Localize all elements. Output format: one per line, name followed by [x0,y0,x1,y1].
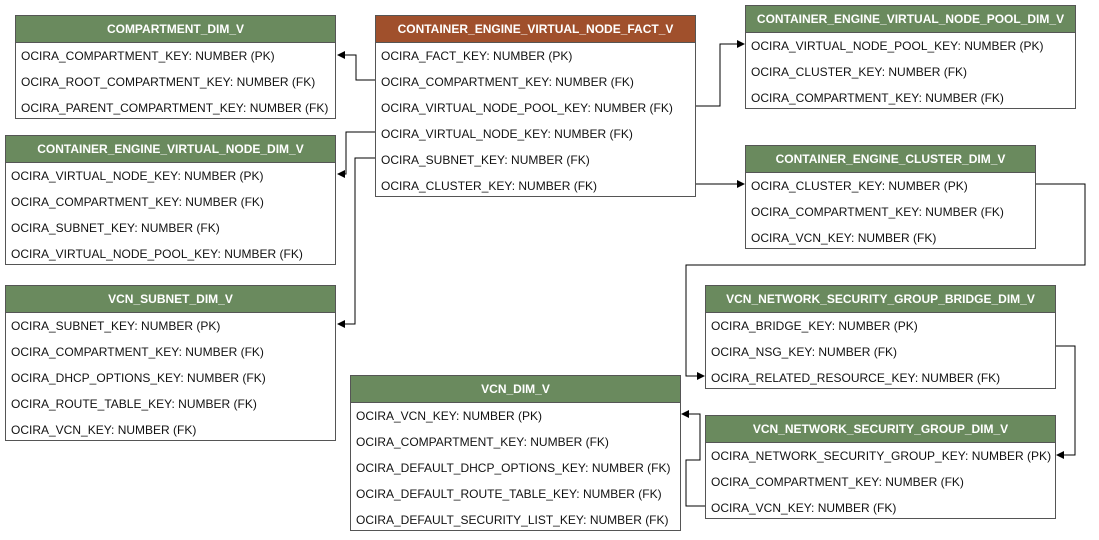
table-column: OCIRA_SUBNET_KEY: NUMBER (FK) [11,221,220,235]
table-column: OCIRA_VIRTUAL_NODE_POOL_KEY: NUMBER (PK) [751,39,1044,53]
table-virtual-node-dim: CONTAINER_ENGINE_VIRTUAL_NODE_DIM_V OCIR… [5,135,336,265]
table-column: OCIRA_VCN_KEY: NUMBER (PK) [356,409,543,423]
table-column: OCIRA_VCN_KEY: NUMBER (FK) [11,423,197,437]
table-column: OCIRA_CLUSTER_KEY: NUMBER (FK) [381,179,598,193]
table-column: OCIRA_COMPARTMENT_KEY: NUMBER (FK) [381,75,634,89]
table-column: OCIRA_COMPARTMENT_KEY: NUMBER (PK) [21,49,275,63]
table-column: OCIRA_DHCP_OPTIONS_KEY: NUMBER (FK) [11,371,266,385]
table-column: OCIRA_DEFAULT_SECURITY_LIST_KEY: NUMBER … [356,513,669,527]
table-column: OCIRA_NETWORK_SECURITY_GROUP_KEY: NUMBER… [711,449,1052,463]
table-column: OCIRA_FACT_KEY: NUMBER (PK) [381,49,573,63]
table-column: OCIRA_VIRTUAL_NODE_POOL_KEY: NUMBER (FK) [381,101,673,115]
table-compartment-dim: COMPARTMENT_DIM_V OCIRA_COMPARTMENT_KEY:… [15,15,336,119]
table-column: OCIRA_PARENT_COMPARTMENT_KEY: NUMBER (FK… [21,101,329,115]
link-fact-virtual-node [337,131,376,178]
table-column: OCIRA_DEFAULT_ROUTE_TABLE_KEY: NUMBER (F… [356,487,662,501]
table-column: OCIRA_ROOT_COMPARTMENT_KEY: NUMBER (FK) [21,75,316,89]
table-cluster-dim: CONTAINER_ENGINE_CLUSTER_DIM_V OCIRA_CLU… [745,145,1036,249]
table-column: OCIRA_SUBNET_KEY: NUMBER (FK) [381,153,590,167]
table-title: CONTAINER_ENGINE_CLUSTER_DIM_V [746,146,1035,173]
table-title: VCN_SUBNET_DIM_V [6,286,335,313]
table-column: OCIRA_COMPARTMENT_KEY: NUMBER (FK) [11,345,264,359]
table-column: OCIRA_CLUSTER_KEY: NUMBER (PK) [751,179,968,193]
table-column: OCIRA_COMPARTMENT_KEY: NUMBER (FK) [751,205,1004,219]
table-column: OCIRA_SUBNET_KEY: NUMBER (PK) [11,319,221,333]
table-column: OCIRA_VIRTUAL_NODE_POOL_KEY: NUMBER (FK) [11,247,303,261]
table-nsg-dim: VCN_NETWORK_SECURITY_GROUP_DIM_V OCIRA_N… [705,415,1056,519]
table-column: OCIRA_VCN_KEY: NUMBER (FK) [751,231,937,245]
link-fact-compartment [337,51,376,81]
table-title: VCN_DIM_V [351,376,680,403]
table-title: CONTAINER_ENGINE_VIRTUAL_NODE_POOL_DIM_V [746,6,1075,33]
table-column: OCIRA_COMPARTMENT_KEY: NUMBER (FK) [711,475,964,489]
table-vcn-subnet-dim: VCN_SUBNET_DIM_V OCIRA_SUBNET_KEY: NUMBE… [5,285,336,441]
table-column: OCIRA_NSG_KEY: NUMBER (FK) [711,345,898,359]
table-column: OCIRA_VIRTUAL_NODE_KEY: NUMBER (PK) [11,169,264,183]
table-column: OCIRA_DEFAULT_DHCP_OPTIONS_KEY: NUMBER (… [356,461,671,475]
table-column: OCIRA_VCN_KEY: NUMBER (FK) [711,501,897,515]
table-column: OCIRA_COMPARTMENT_KEY: NUMBER (FK) [356,435,609,449]
table-column: OCIRA_COMPARTMENT_KEY: NUMBER (FK) [11,195,264,209]
link-bridge-nsg [1055,345,1076,459]
link-fact-node-pool [695,40,745,107]
table-column: OCIRA_BRIDGE_KEY: NUMBER (PK) [711,319,918,333]
table-column: OCIRA_ROUTE_TABLE_KEY: NUMBER (FK) [11,397,257,411]
table-title: VCN_NETWORK_SECURITY_GROUP_BRIDGE_DIM_V [706,286,1055,313]
table-column: OCIRA_CLUSTER_KEY: NUMBER (FK) [751,65,968,79]
link-fact-subnet [337,157,376,328]
table-virtual-node-pool-dim: CONTAINER_ENGINE_VIRTUAL_NODE_POOL_DIM_V… [745,5,1076,109]
table-nsg-bridge-dim: VCN_NETWORK_SECURITY_GROUP_BRIDGE_DIM_V … [705,285,1056,389]
table-title: CONTAINER_ENGINE_VIRTUAL_NODE_DIM_V [6,136,335,163]
table-column: OCIRA_COMPARTMENT_KEY: NUMBER (FK) [751,91,1004,105]
table-title: CONTAINER_ENGINE_VIRTUAL_NODE_FACT_V [376,16,695,43]
table-column: OCIRA_RELATED_RESOURCE_KEY: NUMBER (FK) [711,371,1001,385]
table-virtual-node-fact: CONTAINER_ENGINE_VIRTUAL_NODE_FACT_V OCI… [375,15,696,197]
link-nsg-vcn [681,410,706,507]
table-column: OCIRA_VIRTUAL_NODE_KEY: NUMBER (FK) [381,127,633,141]
table-title: VCN_NETWORK_SECURITY_GROUP_DIM_V [706,416,1055,443]
table-title: COMPARTMENT_DIM_V [16,16,335,43]
table-vcn-dim: VCN_DIM_V OCIRA_VCN_KEY: NUMBER (PK) OCI… [350,375,681,531]
